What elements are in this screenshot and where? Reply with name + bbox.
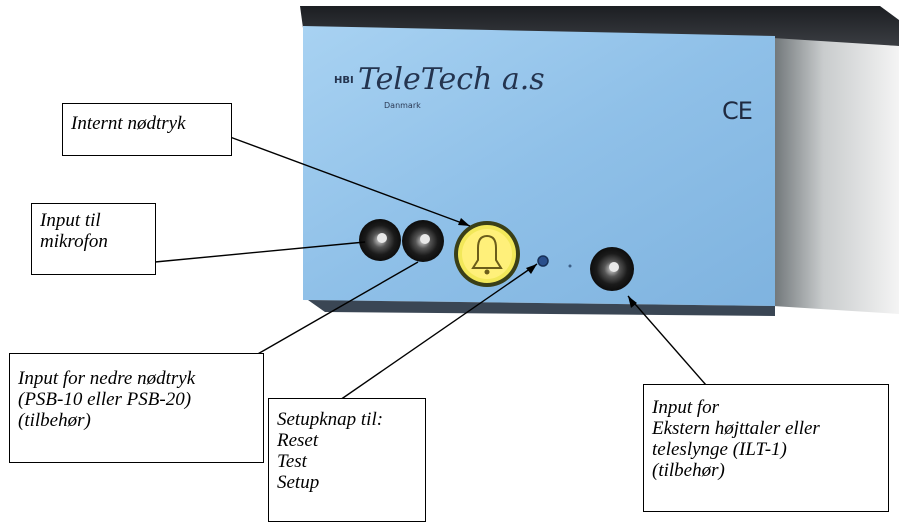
callout-text: Input til: [40, 210, 101, 231]
callout-text: Reset: [277, 430, 319, 451]
callout-setup-button: Setupknap til: Reset Test Setup: [268, 398, 426, 522]
small-dot: [568, 264, 572, 268]
callout-text: Input for: [652, 397, 720, 418]
callout-text: Ekstern højttaler eller: [652, 418, 820, 439]
jack-right: [402, 220, 444, 262]
device-side: [773, 38, 899, 314]
alarm-button: [454, 221, 520, 287]
callout-text: mikrofon: [40, 231, 108, 252]
pointer-speaker: [627, 295, 707, 386]
arrowhead-speaker: [628, 296, 637, 308]
callout-text: Setupknap til:: [277, 409, 384, 430]
pointer-setup: [339, 263, 538, 401]
callout-text: (PSB-10 eller PSB-20): [18, 389, 192, 410]
pointer-internal: [229, 136, 471, 227]
callout-text: Input for nedre nødtryk: [18, 368, 196, 389]
callout-text: (tilbehør): [652, 460, 725, 481]
pointer-lower-alarm: [255, 261, 419, 356]
callout-speaker-input: Input for Ekstern højttaler eller telesl…: [643, 384, 889, 512]
callout-microphone-input: Input til mikrofon: [31, 203, 156, 275]
setup-led: [537, 255, 549, 267]
callout-internal-alarm: Internt nødtryk: [62, 103, 232, 156]
logo-subtitle: Danmark: [384, 101, 421, 110]
brand-logo: TeleTech a.s: [358, 62, 545, 97]
arrowhead-internal: [458, 218, 470, 226]
jack-speaker: [590, 247, 634, 291]
callout-text: (tilbehør): [18, 410, 91, 431]
callout-text: Setup: [277, 472, 320, 493]
ce-mark: CE: [722, 97, 753, 125]
callout-lower-alarm-input: Input for nedre nødtryk (PSB-10 eller PS…: [9, 353, 264, 463]
logo-prefix: HBI: [334, 75, 354, 86]
arrowhead-setup: [526, 264, 537, 274]
callout-text: teleslynge (ILT-1): [652, 439, 787, 460]
jack-left: [359, 219, 401, 261]
callout-text: Internt nødtryk: [71, 113, 186, 134]
callout-text: Test: [277, 451, 307, 472]
device-foot: [308, 300, 775, 316]
pointer-microphone: [154, 241, 366, 263]
